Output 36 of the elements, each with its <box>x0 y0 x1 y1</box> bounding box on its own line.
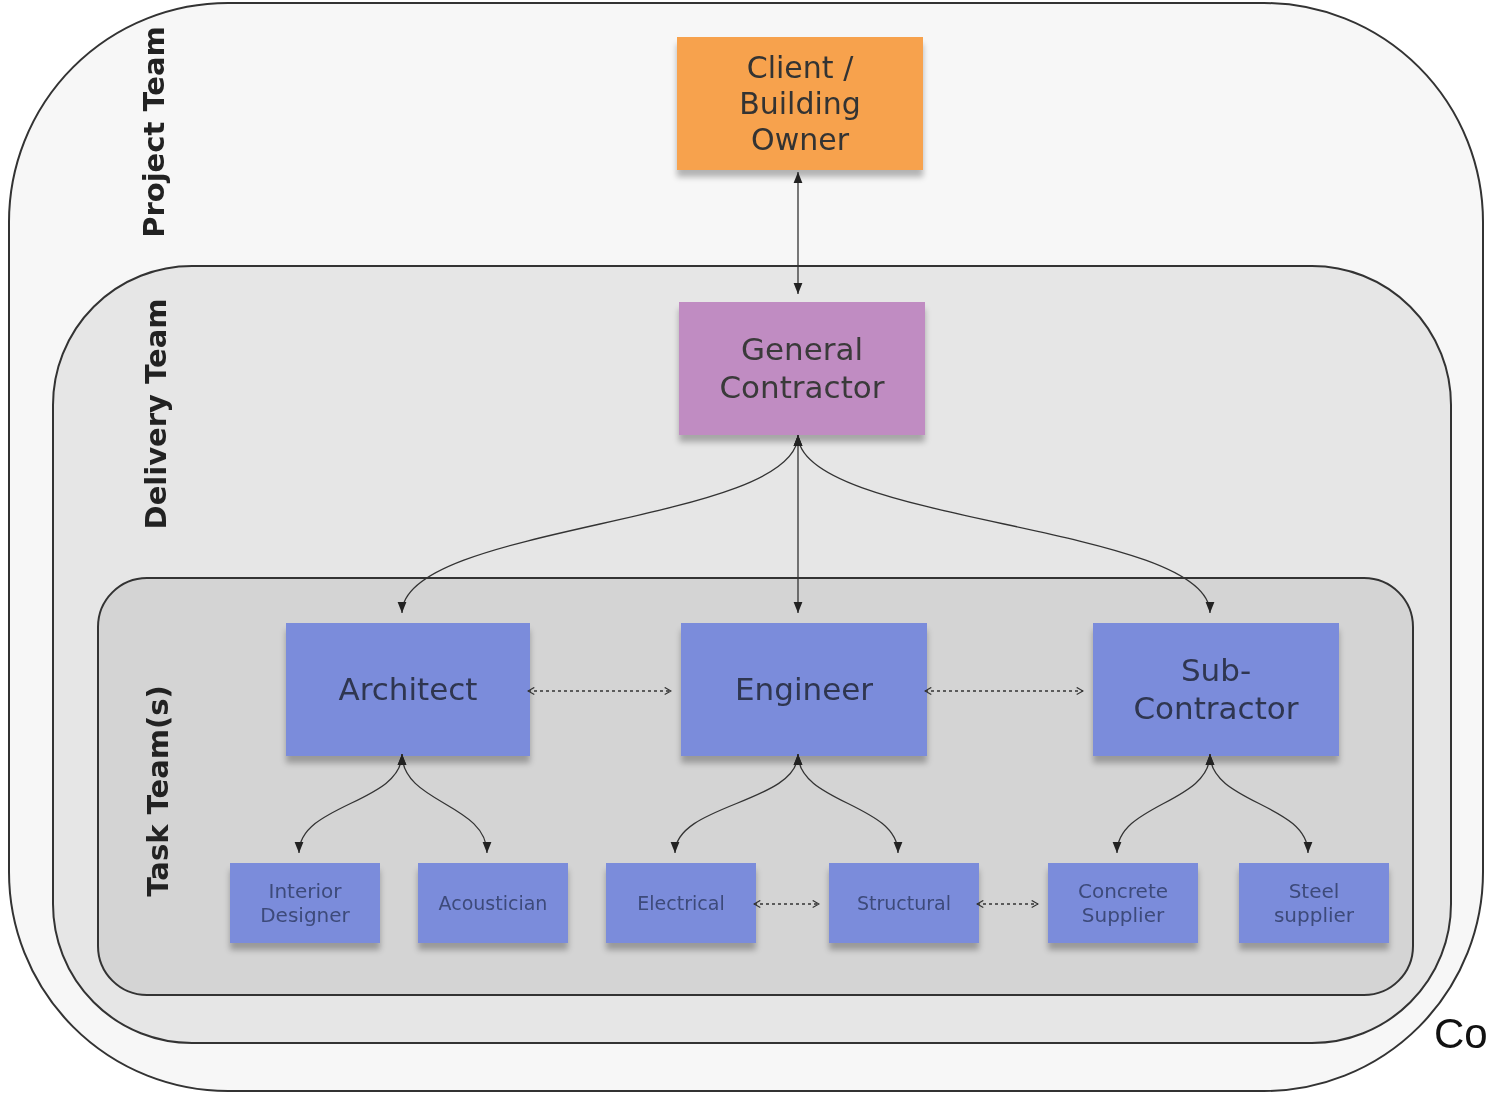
role-label: Sub-Contractor <box>1132 652 1300 727</box>
role-label: Interior Designer <box>259 879 351 927</box>
band-title: Delivery Team <box>139 298 173 530</box>
project-team-band <box>8 2 1484 1092</box>
dashed-arrow <box>527 686 672 696</box>
dashed-arrow <box>976 899 1039 909</box>
role-card <box>1239 863 1389 943</box>
role-card <box>677 37 923 170</box>
arrow <box>399 753 490 854</box>
role-card <box>1048 863 1198 943</box>
role-label: Steel supplier <box>1272 879 1356 927</box>
role-label: Engineer <box>734 670 874 709</box>
role-label: Electrical <box>637 891 725 915</box>
task-team-band <box>97 577 1414 996</box>
arrow <box>793 171 803 295</box>
role-label: General Contractor <box>718 331 886 406</box>
role-label: Client / Building Owner <box>738 49 862 158</box>
role-card <box>286 623 530 756</box>
role-label: Concrete Supplier <box>1076 879 1170 927</box>
role-card <box>829 863 979 943</box>
role-label: Structural <box>856 891 951 915</box>
role-card <box>418 863 568 943</box>
role-card <box>1093 623 1339 756</box>
cut-off-text: Co <box>1434 1010 1486 1058</box>
role-card <box>679 302 925 435</box>
dashed-arrow <box>753 899 820 909</box>
band-title: Task Team(s) <box>141 685 175 897</box>
role-card <box>606 863 756 943</box>
dashed-arrow <box>924 686 1084 696</box>
role-card <box>230 863 380 943</box>
role-card <box>681 623 927 756</box>
role-label: Acoustician <box>438 891 548 915</box>
arrow <box>1207 753 1311 854</box>
role-label: Architect <box>338 670 478 709</box>
band-title: Project Team <box>137 26 171 238</box>
arrow <box>795 753 901 854</box>
